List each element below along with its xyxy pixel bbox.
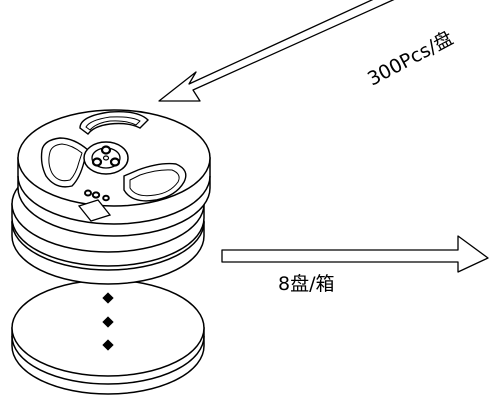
quantity-per-reel-label-group: 300Pcs/盘 <box>364 27 457 90</box>
reel-window-right <box>123 162 187 202</box>
reel-details <box>77 189 112 222</box>
reel-hub <box>83 141 129 175</box>
top-reel <box>17 109 211 222</box>
reel-window-top <box>79 110 149 135</box>
reel-windows <box>40 110 187 202</box>
quantity-per-reel-label: 300Pcs/盘 <box>364 27 457 90</box>
reels-per-box-label: 8盘/箱 <box>278 273 335 295</box>
reels-per-box-arrow <box>221 235 489 273</box>
reel-label-icon <box>77 199 112 222</box>
quantity-per-reel-arrow <box>158 0 395 102</box>
